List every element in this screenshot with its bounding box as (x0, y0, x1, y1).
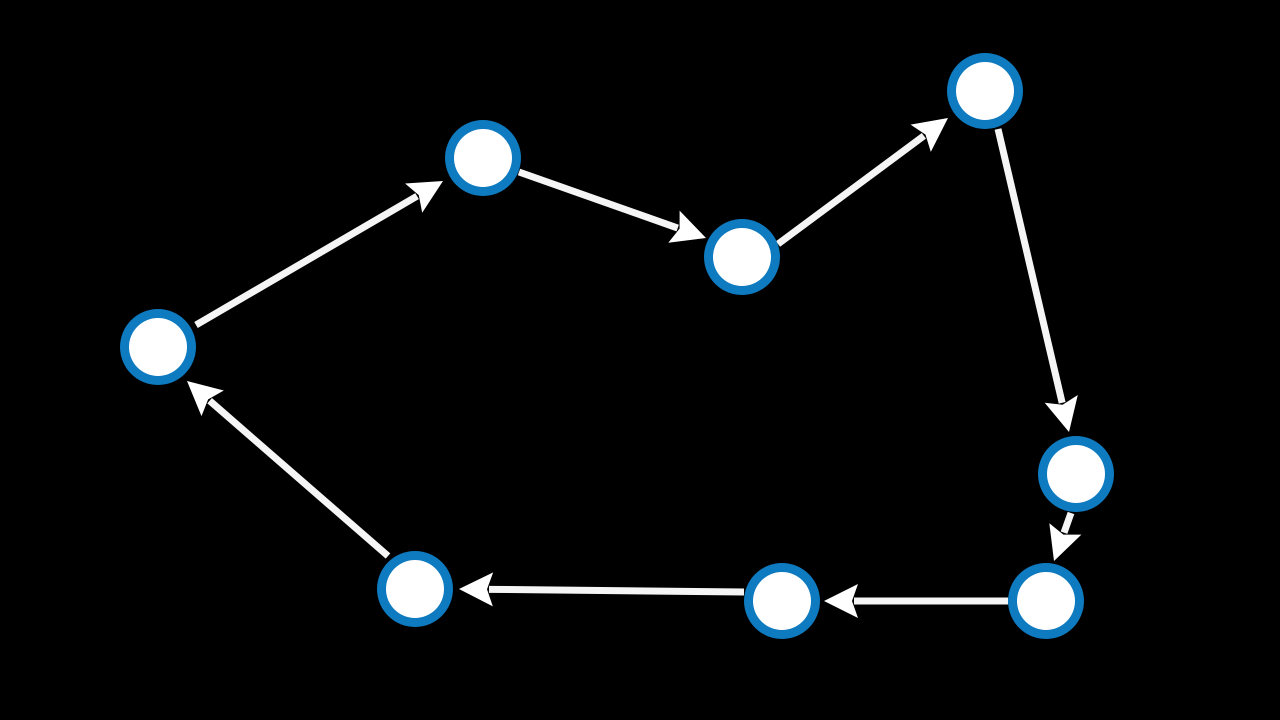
graph-edge-n5-to-n6 (1049, 511, 1082, 561)
edge-arrowhead-icon (910, 118, 948, 152)
graph-node-n1[interactable] (120, 309, 196, 385)
edge-shaft (517, 168, 679, 232)
edge-arrowhead-icon (668, 210, 706, 243)
node-fill (713, 228, 771, 286)
graph-node-n2[interactable] (445, 120, 521, 196)
node-fill (753, 572, 811, 630)
graph-edge-n2-to-n3 (517, 168, 706, 243)
edges-layer (187, 118, 1082, 618)
graph-edge-n1-to-n2 (194, 181, 443, 329)
graph-node-n8[interactable] (377, 551, 453, 627)
graph-edge-n8-to-n1 (187, 381, 391, 559)
nodes-layer (120, 53, 1114, 639)
node-fill (1047, 445, 1105, 503)
node-fill (956, 62, 1014, 120)
graph-node-n6[interactable] (1008, 563, 1084, 639)
graph-edge-n3-to-n4 (775, 118, 948, 247)
edge-shaft (488, 585, 745, 596)
graph-edge-n6-to-n7 (824, 584, 1008, 618)
graph-node-n7[interactable] (744, 563, 820, 639)
node-fill (454, 129, 512, 187)
node-fill (386, 560, 444, 618)
graph-edge-n4-to-n5 (994, 128, 1078, 432)
node-fill (1017, 572, 1075, 630)
edge-shaft (775, 133, 926, 247)
edge-shaft (207, 398, 391, 559)
edge-arrowhead-icon (459, 572, 494, 607)
edge-arrowhead-icon (405, 181, 443, 213)
edge-shaft (994, 128, 1066, 404)
edge-arrowhead-icon (187, 381, 224, 417)
graph-edge-n7-to-n8 (459, 572, 745, 607)
graph-node-n5[interactable] (1038, 436, 1114, 512)
graph-node-n4[interactable] (947, 53, 1023, 129)
graph-node-n3[interactable] (704, 219, 780, 295)
edge-shaft (1060, 511, 1075, 534)
node-fill (129, 318, 187, 376)
edge-arrowhead-icon (824, 584, 858, 618)
edge-shaft (194, 193, 419, 329)
edge-arrowhead-icon (1044, 395, 1078, 432)
edge-arrowhead-icon (1049, 523, 1082, 561)
